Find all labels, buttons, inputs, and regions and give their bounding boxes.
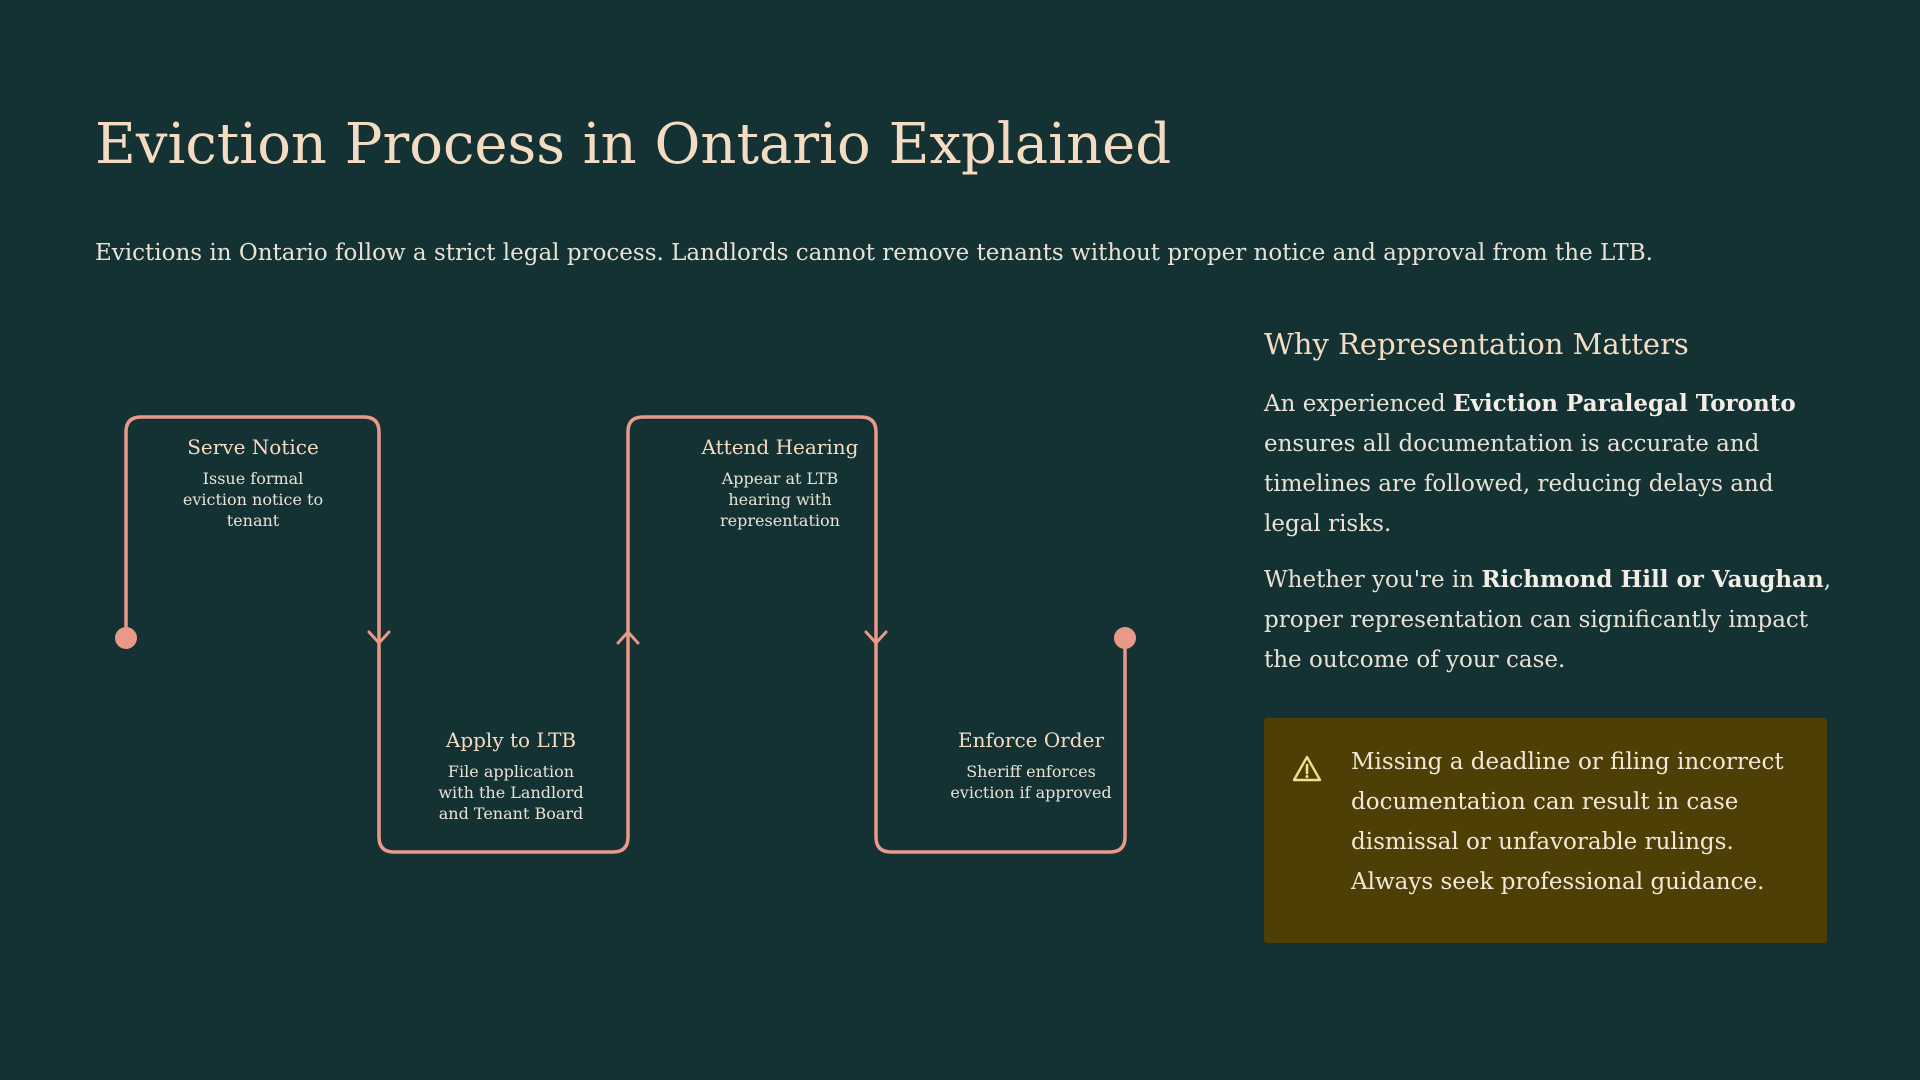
representation-paragraph-2: Whether you're in Richmond Hill or Vaugh… [1264,566,1832,673]
flow-end-dot [1114,627,1136,649]
intro-text: Evictions in Ontario follow a strict leg… [95,240,1653,266]
arrow-down-icon [864,630,888,645]
step-description: Appear at LTB hearing with representatio… [720,469,840,530]
warning-triangle-icon [1292,755,1322,782]
arrow-up-icon [616,630,640,645]
bold-keyword: Eviction Paralegal Toronto [1452,390,1796,417]
process-line [115,415,1136,854]
representation-heading: Why Representation Matters [1264,327,1689,361]
bold-location: Richmond Hill or Vaughan [1481,566,1824,593]
step-title: Enforce Order [957,728,1105,752]
step-title: Attend Hearing [701,435,859,459]
step-description: Issue formal eviction notice to tenant [182,469,324,530]
warning-callout: Missing a deadline or filing incorrect d… [1264,718,1827,943]
step-title: Apply to LTB [445,728,577,752]
slide-title: Eviction Process in Ontario Explained [95,112,1172,177]
step-serve-notice: Serve Notice Issue formal eviction notic… [148,434,358,531]
arrow-down-icon [367,630,391,645]
step-description: File application with the Landlord and T… [438,762,584,823]
step-enforce-order: Enforce Order Sheriff enforces eviction … [916,727,1146,803]
step-title: Serve Notice [187,435,319,459]
flow-start-dot [115,627,137,649]
step-description: Sheriff enforces eviction if approved [950,762,1112,802]
step-attend-hearing: Attend Hearing Appear at LTB hearing wit… [675,434,885,531]
representation-paragraph-1: An experienced Eviction Paralegal Toront… [1264,390,1796,537]
step-apply-ltb: Apply to LTB File application with the L… [406,727,616,824]
representation-panel: Why Representation Matters An experience… [1264,320,1834,680]
warning-text: Missing a deadline or filing incorrect d… [1351,749,1784,895]
process-flow: Serve Notice Issue formal eviction notic… [110,400,1190,880]
